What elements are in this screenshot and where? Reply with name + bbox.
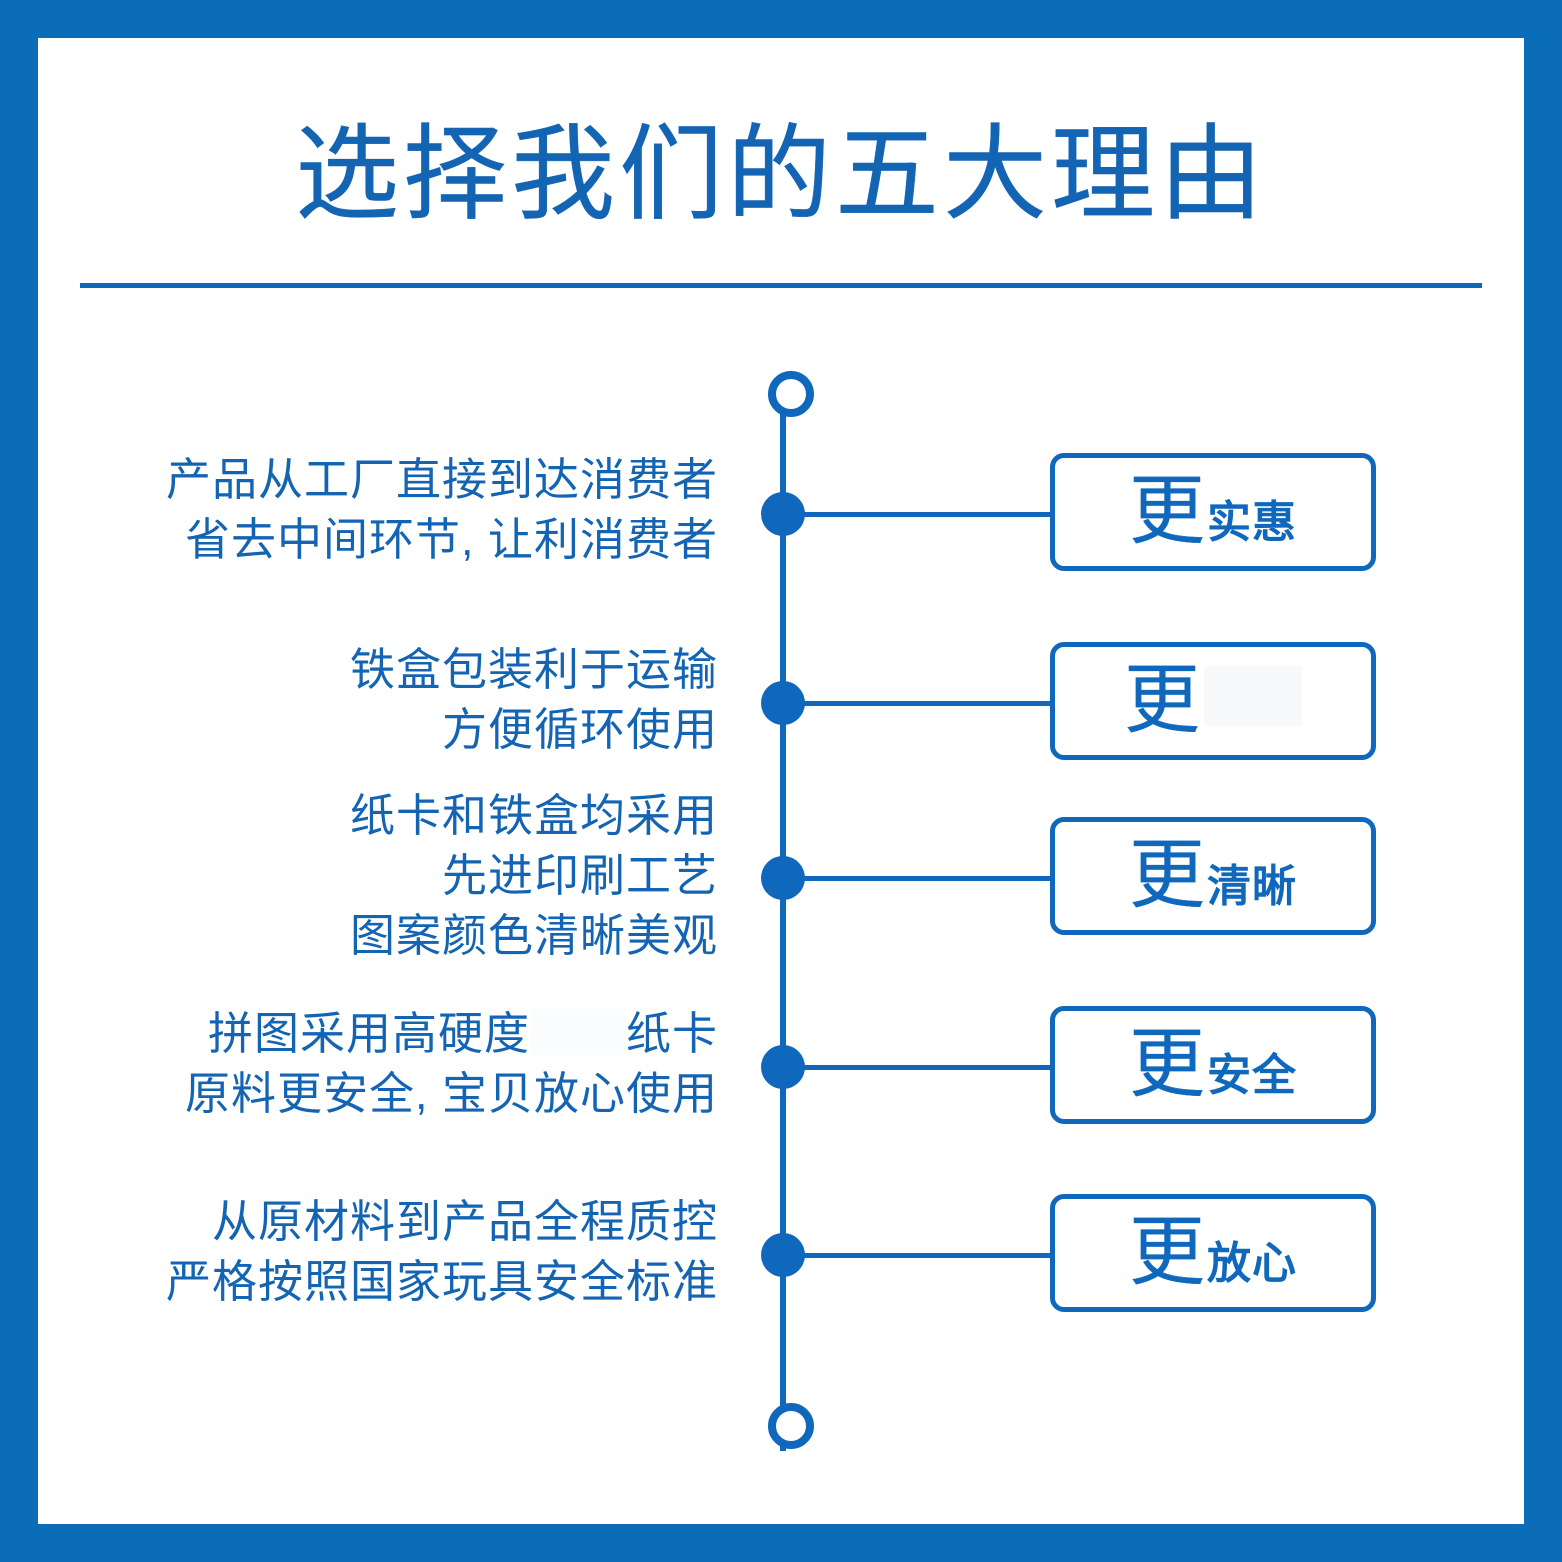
reason-description-2-line-1: 铁盒包装利于运输 [349,644,718,695]
reason-description-4-line-1-suffix: 纸卡 [625,1008,718,1059]
timeline-connector-4 [798,1065,1052,1070]
reason-description-5-line-2: 严格按照国家玩具安全标准 [165,1256,718,1307]
reason-description-4-line-1-prefix: 拼图采用高硬度 [207,1008,530,1059]
reason-description-4-redaction [529,1009,626,1055]
reason-label-suffix-5: 放心 [1207,1239,1297,1288]
reason-description-1-line-2: 省去中间环节, 让利消费者 [184,514,718,565]
reason-description-4-line-1: 拼图采用高硬度 纸卡 [185,1004,718,1064]
reason-description-5-line-1: 从原材料到产品全程质控 [211,1196,718,1247]
reason-label-prefix-2: 更 [1124,658,1200,743]
timeline-connector-5 [798,1253,1052,1258]
reason-description-4-line-2: 原料更安全, 宝贝放心使用 [184,1068,718,1119]
reason-label-inner-1: 更 实惠 [1129,469,1297,554]
reason-label-inner-5: 更 放心 [1129,1210,1297,1295]
timeline-node-dot-1 [761,492,805,536]
timeline-node-dot-2 [761,681,805,725]
reason-label-prefix-3: 更 [1129,833,1205,918]
header-section: 选择我们的五大理由 [38,38,1524,288]
title-divider [80,283,1482,288]
reason-description-1: 产品从工厂直接到达消费者 省去中间环节, 让利消费者 [166,450,718,570]
page-title: 选择我们的五大理由 [294,117,1267,233]
reason-label-prefix-4: 更 [1129,1022,1205,1107]
reason-description-2-line-2: 方便循环使用 [441,704,718,755]
timeline-top-ring-icon [768,371,814,417]
reason-label-redaction-2 [1204,666,1302,726]
timeline-bottom-ring-icon [768,1403,814,1449]
reason-label-inner-4: 更 安全 [1129,1022,1297,1107]
reason-label-box-3[interactable]: 更 清晰 [1050,817,1376,935]
reason-label-prefix-5: 更 [1129,1210,1205,1295]
timeline-vertical-line [780,386,786,1451]
reason-description-5: 从原材料到产品全程质控 严格按照国家玩具安全标准 [166,1192,718,1312]
reason-label-suffix-3: 清晰 [1207,862,1297,911]
reason-label-box-4[interactable]: 更 安全 [1050,1006,1376,1124]
reason-label-box-2[interactable]: 更 [1050,642,1376,760]
reason-label-box-1[interactable]: 更 实惠 [1050,453,1376,571]
reason-description-1-line-1: 产品从工厂直接到达消费者 [165,454,718,505]
reason-description-3-line-1: 纸卡和铁盒均采用 [349,790,718,841]
reason-label-box-5[interactable]: 更 放心 [1050,1194,1376,1312]
timeline-connector-3 [798,876,1052,881]
reason-description-3-line-2: 先进印刷工艺 [441,850,718,901]
reason-description-3-line-3: 图案颜色清晰美观 [349,910,718,961]
reason-description-4: 拼图采用高硬度 纸卡 原料更安全, 宝贝放心使用 [185,1004,718,1124]
reason-description-3: 纸卡和铁盒均采用 先进印刷工艺 图案颜色清晰美观 [350,786,718,966]
timeline-node-dot-4 [761,1045,805,1089]
reason-label-suffix-1: 实惠 [1207,498,1297,547]
reason-label-prefix-1: 更 [1129,469,1205,554]
timeline-connector-2 [798,701,1052,706]
timeline-node-dot-5 [761,1233,805,1277]
reason-label-suffix-4: 安全 [1207,1051,1297,1100]
reason-label-inner-2: 更 [1124,658,1302,743]
reason-description-2: 铁盒包装利于运输 方便循环使用 [350,640,718,760]
timeline-connector-1 [798,512,1052,517]
timeline-node-dot-3 [761,856,805,900]
poster-canvas: 选择我们的五大理由 产品从工厂直接到达消费者 省去中间环节, 让利消费者 [38,38,1524,1524]
reason-label-inner-3: 更 清晰 [1129,833,1297,918]
